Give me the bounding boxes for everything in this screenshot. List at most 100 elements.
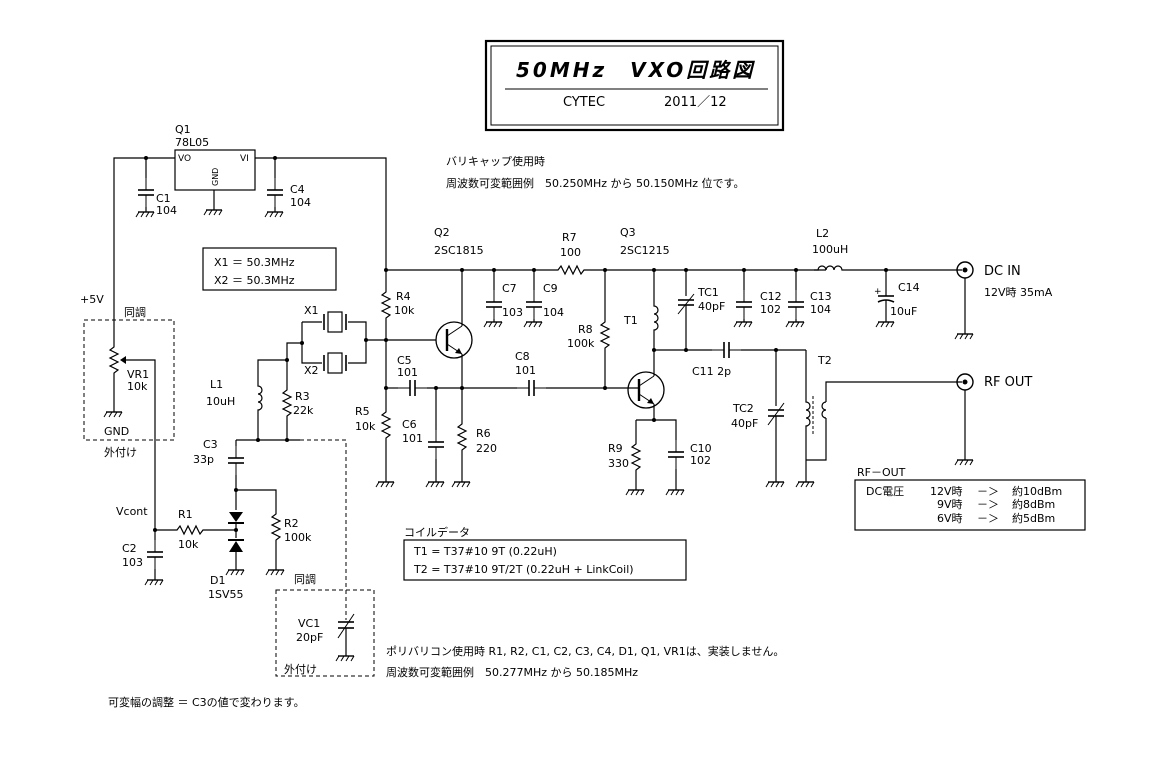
- rfout-row1-v: 12V時: [930, 485, 963, 498]
- c6-name: C6: [402, 418, 417, 431]
- x1-label: X1: [304, 304, 319, 317]
- r1-value: 10k: [178, 538, 199, 551]
- c13-name: C13: [810, 290, 832, 303]
- c12-value: 102: [760, 303, 781, 316]
- rfout-row2-out: 約8dBm: [1012, 497, 1055, 511]
- svg-text:+: +: [874, 287, 882, 297]
- c10-value: 102: [690, 454, 711, 467]
- title-date: 2011／12: [664, 95, 727, 110]
- c8-name: C8: [515, 350, 530, 363]
- tc1-name: TC1: [697, 286, 719, 299]
- note-varicap-1: バリキャップ使用時: [446, 155, 545, 168]
- l1-name: L1: [210, 378, 223, 391]
- rfout-row2-arrow: －＞: [977, 498, 999, 511]
- coil-2: T2 = T37#10 9T/2T (0.22uH + LinkCoil): [413, 563, 634, 576]
- title-author: CYTEC: [563, 95, 605, 110]
- c5-value: 101: [397, 366, 418, 379]
- tocho2-label: 同調: [294, 572, 316, 586]
- q3-name: Q3: [620, 226, 636, 239]
- c1-name: C1: [156, 192, 171, 205]
- note-polyvaricon-1: ポリバリコン使用時 R1, R2, C1, C2, C3, C4, D1, Q1…: [386, 644, 784, 658]
- r4-value: 10k: [394, 304, 415, 317]
- tc1-value: 40pF: [698, 300, 725, 313]
- note-varicap-2: 周波数可変範囲例 50.250MHz から 50.150MHz 位です。: [446, 176, 744, 190]
- c6-value: 101: [402, 432, 423, 445]
- q1-name: Q1: [175, 123, 191, 136]
- note-polyvaricon-2: 周波数可変範囲例 50.277MHz から 50.185MHz: [386, 665, 638, 679]
- rfout-row1-arrow: －＞: [977, 485, 999, 498]
- c4-name: C4: [290, 183, 305, 196]
- plus5v-label: +5V: [80, 293, 104, 306]
- q1-vi: VI: [240, 154, 249, 164]
- rfout-row3-v: 6V時: [937, 512, 963, 525]
- coil-title: コイルデータ: [404, 525, 470, 539]
- coil-data-box: [403, 539, 687, 581]
- tuning-network: [225, 342, 302, 576]
- r2-value: 100k: [284, 531, 312, 544]
- vc1-name: VC1: [298, 617, 320, 630]
- c13-value: 104: [810, 303, 831, 316]
- t2-transformer: [795, 350, 962, 488]
- q2-name: Q2: [434, 226, 450, 239]
- c5-name: C5: [397, 354, 412, 367]
- sotoduke1-label: 外付け: [104, 446, 137, 459]
- c9-value: 104: [543, 306, 564, 319]
- c9-name: C9: [543, 282, 558, 295]
- x2-label: X2: [304, 364, 319, 377]
- rfout-head: DC電圧: [866, 485, 904, 498]
- q1-gnd: GND: [211, 168, 220, 186]
- q1-wiring: [113, 156, 387, 343]
- r6-value: 220: [476, 442, 497, 455]
- l2-name: L2: [816, 227, 829, 240]
- crystal-2: X2 ＝ 50.3MHz: [214, 274, 295, 287]
- r9-value: 330: [608, 457, 629, 470]
- c11-label: C11 2p: [692, 365, 731, 378]
- rfout-row2-v: 9V時: [937, 498, 963, 511]
- vc1-symbol: [335, 613, 355, 662]
- q3-stage: [588, 268, 826, 496]
- title-main: 50MHz VXO回路図: [516, 58, 755, 82]
- rfout-row3-arrow: －＞: [977, 512, 999, 525]
- gnd-label: GND: [104, 425, 129, 438]
- c2-value: 103: [122, 556, 143, 569]
- vc1-dashed-link: [300, 439, 347, 620]
- tc2-value: 40pF: [731, 417, 758, 430]
- note-adjust: 可変幅の調整 ＝ C3の値で変わります。: [108, 695, 305, 709]
- r7-name: R7: [562, 231, 577, 244]
- r5-name: R5: [355, 405, 370, 418]
- c1-value: 104: [156, 204, 177, 217]
- vcont-label: Vcont: [116, 505, 148, 518]
- r9-name: R9: [608, 442, 623, 455]
- dc-in-connector: [954, 261, 974, 340]
- r5-value: 10k: [355, 420, 376, 433]
- rf-out-label: RF OUT: [984, 375, 1032, 390]
- c3-value: 33p: [193, 453, 214, 466]
- q1-regulator: [174, 149, 256, 191]
- r8-name: R8: [578, 323, 593, 336]
- c4-value: 104: [290, 196, 311, 209]
- rfout-table: [854, 479, 1086, 531]
- crystals: [300, 311, 436, 374]
- r2-name: R2: [284, 517, 299, 530]
- t1-name: T1: [623, 314, 638, 327]
- dc-in-label: DC IN: [984, 264, 1021, 279]
- tc2-name: TC2: [732, 402, 754, 415]
- rfout-row3-out: 約5dBm: [1012, 511, 1055, 525]
- q2-stage: [375, 265, 620, 488]
- coil-1: T1 = T37#10 9T (0.22uH): [413, 545, 557, 558]
- r3-value: 22k: [293, 404, 314, 417]
- r3-name: R3: [295, 390, 310, 403]
- q1-vo: VO: [178, 154, 191, 164]
- sotoduke2-label: 外付け: [284, 663, 317, 676]
- r6-name: R6: [476, 427, 491, 440]
- r4-name: R4: [396, 290, 411, 303]
- c7-value: 103: [502, 306, 523, 319]
- supply-filter: +: [733, 265, 962, 328]
- c7-name: C7: [502, 282, 517, 295]
- rf-out-connector: [954, 373, 974, 466]
- crystal-1: X1 ＝ 50.3MHz: [214, 256, 295, 269]
- r1-name: R1: [178, 508, 193, 521]
- r7-value: 100: [560, 246, 581, 259]
- title-box-outer: [484, 39, 785, 132]
